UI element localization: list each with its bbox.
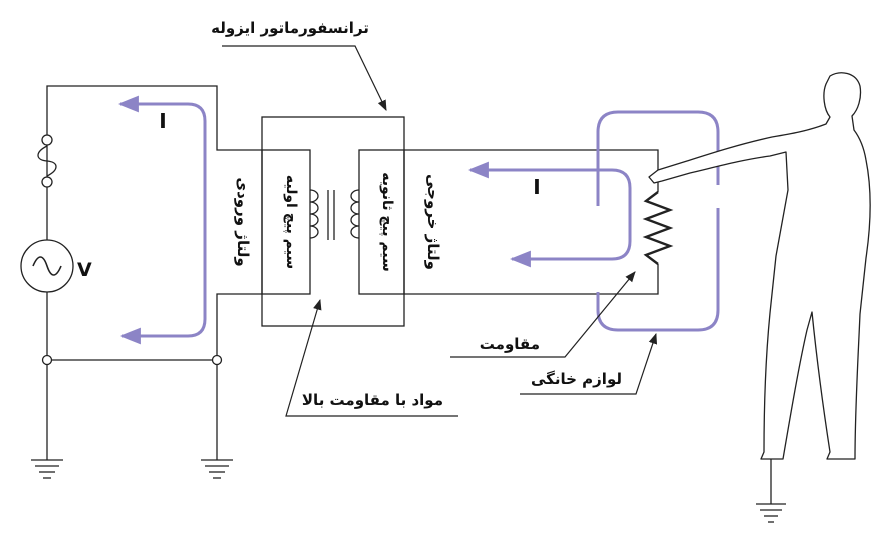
secondary-coil-label: سیم پیچ ثانویه <box>379 172 395 272</box>
current-label-right: I <box>533 175 540 199</box>
high-resistance-material-label: مواد با مقاومت بالا <box>302 391 443 409</box>
current-label-left: I <box>159 109 166 133</box>
appliance-outline <box>596 110 720 332</box>
primary-coil-label: سیم پیچ اولیه <box>283 175 299 269</box>
home-appliance-label: لوازم خانگی <box>531 370 622 388</box>
ac-source-icon <box>20 239 74 293</box>
transformer-title: ترانسفورماتور ایزوله <box>211 19 369 37</box>
resistance-leader <box>450 271 636 358</box>
material-leader <box>285 298 458 417</box>
output-voltage-label: ولتاژ خروجی <box>424 174 442 270</box>
ground-icon <box>756 503 786 523</box>
source-circuit <box>46 85 262 460</box>
source-voltage-label: V <box>77 259 92 281</box>
fuse-icon <box>37 134 57 188</box>
secondary-coil-icon <box>350 189 360 239</box>
primary-coil-icon <box>309 189 319 239</box>
transformer-leader <box>222 45 387 111</box>
input-current-path <box>117 95 207 345</box>
appliance-leader <box>520 332 658 395</box>
resistance-label: مقاومت <box>480 335 540 353</box>
transformer-core-icon <box>327 190 335 240</box>
input-voltage-label: ولتاژ ورودی <box>234 177 252 266</box>
resistor-icon <box>642 191 674 265</box>
ground-icon <box>31 459 63 479</box>
output-current-path <box>467 161 632 268</box>
ground-icon <box>201 459 233 479</box>
junction-node-icon <box>41 354 223 366</box>
transformer-box <box>261 116 405 327</box>
person-figure <box>648 72 871 460</box>
